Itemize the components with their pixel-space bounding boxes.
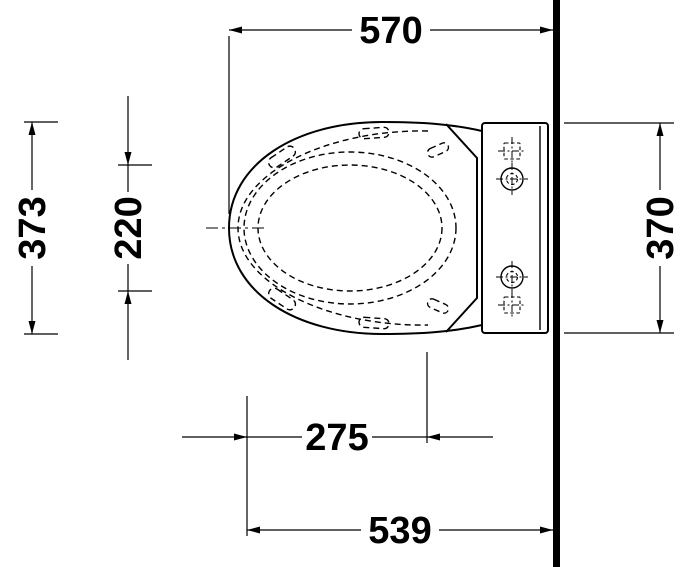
arrowhead bbox=[427, 433, 440, 441]
dimension-left-outer: 373 bbox=[12, 121, 58, 335]
dim-left-inner-label: 220 bbox=[108, 196, 150, 259]
seat-bumper bbox=[267, 287, 297, 311]
toilet-body bbox=[206, 121, 483, 335]
dimension-right: 370 bbox=[564, 122, 682, 334]
dimension-top: 570 bbox=[228, 10, 553, 214]
mounting-hole-square-symbol bbox=[498, 137, 526, 165]
arrowhead bbox=[540, 526, 553, 534]
mounting-hole-square-symbol bbox=[498, 291, 526, 319]
toilet-bowl-outline bbox=[228, 121, 483, 335]
dim-left-outer-label: 373 bbox=[12, 196, 54, 259]
dimension-left-inner: 220 bbox=[108, 96, 152, 360]
wall-line bbox=[553, 0, 560, 567]
arrowhead bbox=[540, 26, 553, 34]
bowl-rim-dashed bbox=[243, 151, 457, 305]
dim-top-label: 570 bbox=[359, 10, 422, 52]
dim-bottom-inner-label: 275 bbox=[305, 417, 368, 459]
seat-hinge-pad bbox=[426, 298, 450, 314]
arrowhead bbox=[656, 320, 664, 333]
arrowhead bbox=[28, 321, 36, 334]
mounting-plate-outline bbox=[481, 122, 549, 334]
seat-opening-dashed bbox=[257, 164, 443, 292]
seat-bumper bbox=[267, 145, 297, 169]
arrowhead bbox=[124, 291, 132, 304]
dim-right-label: 370 bbox=[640, 196, 682, 259]
dimension-bottom-inner: 275 bbox=[182, 352, 493, 536]
arrowhead bbox=[124, 152, 132, 165]
mounting-hole-circle-symbol bbox=[496, 163, 528, 195]
mounting-hole-circle-symbol bbox=[496, 261, 528, 293]
seat-hinge-pad bbox=[426, 142, 450, 158]
seat-bumper bbox=[358, 316, 390, 330]
arrowhead bbox=[656, 123, 664, 136]
arrowhead bbox=[247, 526, 260, 534]
dimension-bottom-outer: 539 bbox=[247, 510, 553, 552]
mounting-plate bbox=[481, 122, 549, 334]
seat-back-edge bbox=[445, 123, 478, 333]
arrowhead bbox=[234, 433, 247, 441]
arrowhead bbox=[229, 26, 242, 34]
arrowhead bbox=[28, 122, 36, 135]
dim-bottom-outer-label: 539 bbox=[368, 510, 431, 552]
